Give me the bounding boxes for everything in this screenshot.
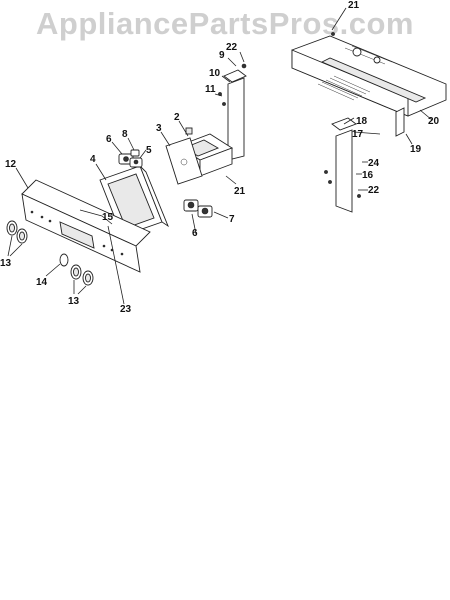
callout-20: 20 — [428, 116, 440, 127]
callout-23: 23 — [120, 304, 132, 315]
callout-21-mid: 21 — [234, 186, 246, 197]
watermark-logo: AppliancePartsPros.com — [36, 6, 414, 41]
callout-7: 7 — [229, 214, 235, 225]
switch-part-5 — [129, 157, 143, 168]
callout-19: 19 — [410, 144, 422, 155]
callout-22-top: 22 — [226, 42, 238, 53]
callout-17: 17 — [352, 129, 364, 140]
callout-13-bottom: 13 — [68, 296, 80, 307]
callout-13-left: 13 — [0, 258, 12, 269]
callout-11: 11 — [205, 84, 216, 95]
rear-panel-part-20 — [291, 35, 447, 117]
callout-3: 3 — [156, 123, 162, 134]
callout-12: 12 — [5, 159, 17, 170]
callout-labels: 21 22 9 10 11 2 3 6 8 5 4 12 15 13 14 13… — [0, 0, 440, 315]
bracket-part-10 — [218, 63, 247, 161]
callout-14: 14 — [36, 277, 48, 288]
callout-10: 10 — [209, 68, 221, 79]
rear-bracket-part-19 — [395, 107, 405, 137]
callout-22-right: 22 — [368, 185, 380, 196]
knob-part-14 — [59, 253, 69, 267]
callout-15: 15 — [102, 212, 114, 223]
switch-part-6-lower — [183, 199, 199, 212]
knob-part-13-left-b — [16, 228, 28, 244]
switch-part-7 — [197, 205, 213, 218]
callout-18: 18 — [356, 116, 368, 127]
callout-9: 9 — [219, 50, 225, 61]
switch-part-8 — [130, 149, 140, 157]
leader-lines — [7, 7, 433, 305]
knob-part-13-right-b — [82, 270, 94, 286]
callout-6-upper: 6 — [106, 134, 112, 145]
callout-6-lower: 6 — [192, 228, 198, 239]
knob-part-13-right-a — [70, 264, 82, 280]
callout-4: 4 — [90, 154, 96, 165]
callout-5: 5 — [146, 145, 152, 156]
front-panel-part-12 — [21, 179, 151, 273]
callout-2: 2 — [174, 112, 180, 123]
knob-part-13-left-a — [6, 220, 18, 236]
callout-8: 8 — [122, 129, 128, 140]
overlay-part-3 — [165, 137, 203, 185]
screws-right — [324, 32, 361, 198]
callout-16: 16 — [362, 170, 374, 181]
callout-24: 24 — [368, 158, 380, 169]
callout-21-top: 21 — [348, 0, 360, 11]
